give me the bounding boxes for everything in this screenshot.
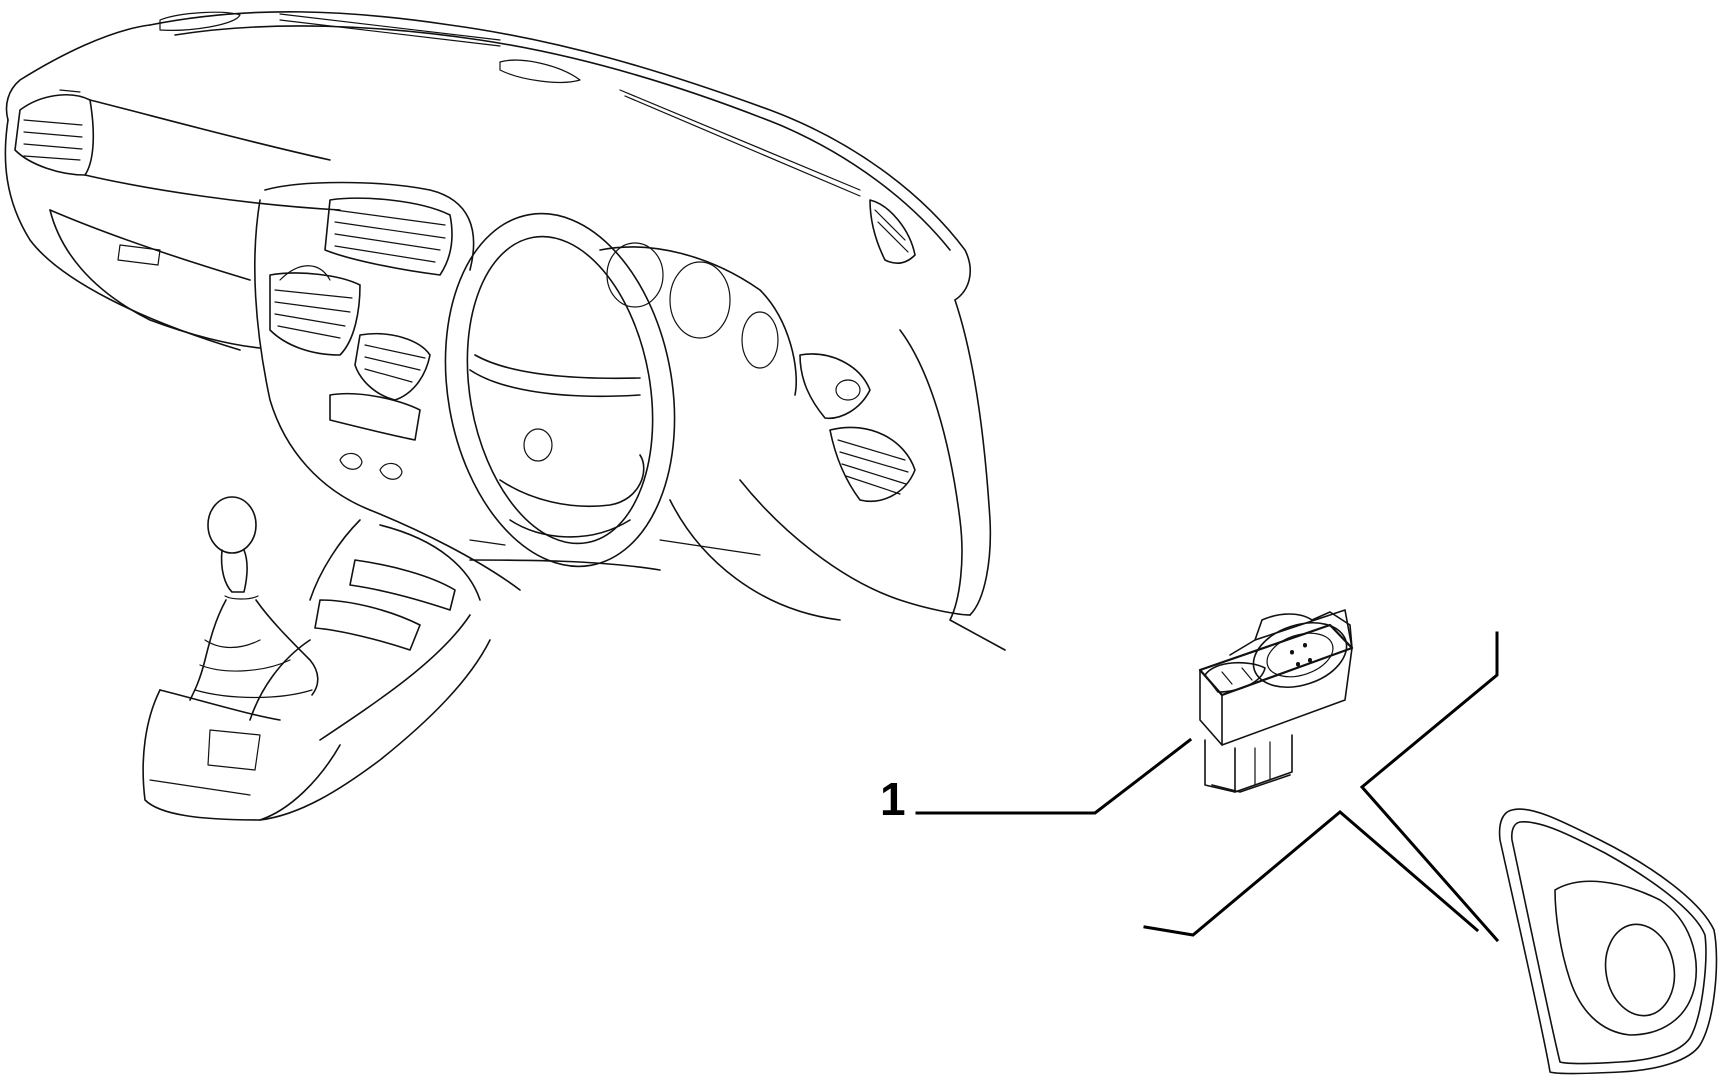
bezel-part-drawing [1498,808,1718,1075]
bezel-leader-lower [1143,810,1480,937]
switch-part-drawing [1198,609,1354,793]
callout-1-label: 1 [880,773,906,825]
bezel-leader-upper [1359,631,1500,943]
callout-1-leader [915,737,1193,815]
dashboard-drawing [4,11,1006,821]
leader-lines [915,631,1500,943]
